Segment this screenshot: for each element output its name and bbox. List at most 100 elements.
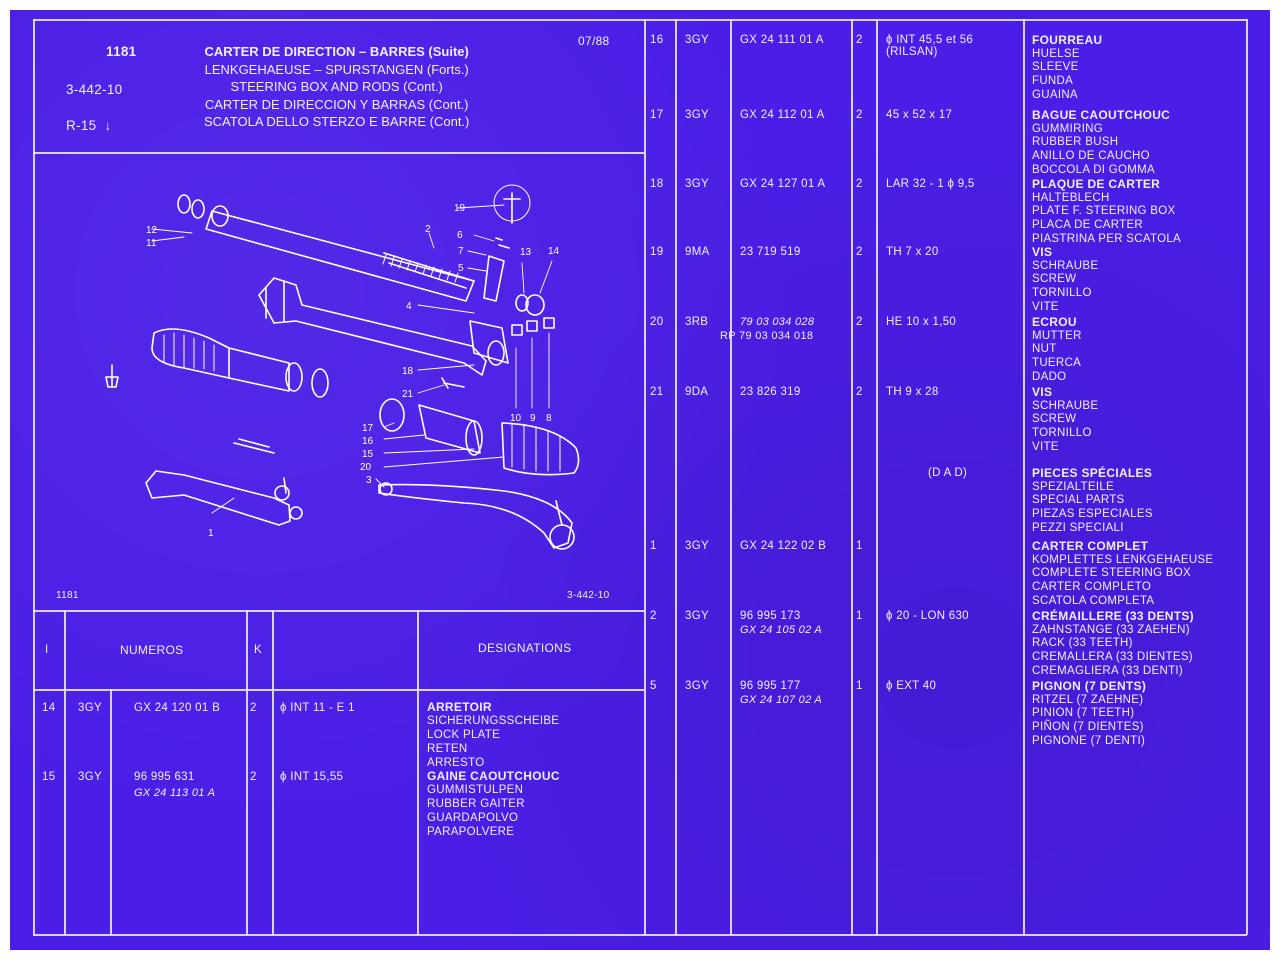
designation-en: PINION (7 TEETH) [1032,707,1135,720]
item-index: 18 [650,178,664,190]
designation-es: CARTER COMPLETO [1032,581,1152,594]
designation-fr: ECROU [1032,315,1077,329]
callout-15: 15 [362,449,374,460]
header-divider [33,152,644,154]
pinion-housing [487,340,505,366]
col-line [675,19,677,935]
designation-es: RETEN [427,743,468,755]
header-i: I [45,644,49,656]
designation-de: GUMMISTULPEN [427,784,524,796]
ring-14 [525,294,545,316]
callout-5: 5 [458,263,464,274]
tie-rod-right [378,483,573,549]
edition-date: 07/88 [578,34,610,48]
item-number-alt: RP 79 03 034 018 [720,330,814,342]
item-spec: ϕ INT 15,55 [280,771,344,783]
designation-it: GUAINA [1032,88,1078,101]
item-code: 3GY [685,34,709,46]
designation-en: NUT [1032,343,1057,356]
col-line [876,19,878,935]
callout-2: 2 [425,224,431,235]
callout-17: 17 [362,423,374,434]
reference: R-15 ↓ [66,117,112,135]
rack-teeth-hatch [382,254,459,283]
callout-4: 4 [406,301,412,312]
page-divider [644,19,646,935]
callout-8: 8 [546,413,552,424]
item-number: GX 24 120 01 B [134,702,221,714]
callout-13: 13 [520,247,532,258]
tie-rod-left [145,470,291,526]
designation-fr: CARTER COMPLET [1032,539,1149,553]
item-code: 9DA [685,386,709,398]
callout-9: 9 [530,413,536,424]
item-number: 96 995 631 [134,771,195,783]
frame-right [1246,19,1248,935]
title-es: CARTER DE DIRECCION Y BARRAS (Cont.) [204,96,469,112]
item-index: 17 [650,109,664,121]
designation-fr: VIS [1032,385,1053,399]
item-code: 3GY [78,702,102,714]
designation-es: TORNILLO [1032,287,1092,300]
item-number-alt: GX 24 107 02 A [740,694,823,706]
designation-de: GUMMIRING [1032,122,1104,135]
item-qty: 1 [856,540,863,552]
designation-es: ANILLO DE CAUCHO [1032,150,1150,163]
diagram-corner-group: 1181 [56,590,79,601]
item-spec: HE 10 x 1,50 [886,316,957,328]
item-qty: 2 [856,34,863,46]
bush-8 [543,317,555,329]
designation-en: RUBBER BUSH [1032,136,1119,149]
header-numeros: NUMEROS [120,643,184,657]
item-code: 9MA [685,246,710,258]
item-qty: 2 [250,771,257,783]
col-line [110,689,112,935]
item-code: 3GY [685,680,709,692]
item-spec: 45 x 52 x 17 [886,109,953,121]
parts-catalog-sheet: 1181 3-442-10 R-15 ↓ 07/88 CARTER DE DIR… [10,10,1270,950]
designation-de: SCHRAUBE [1032,399,1099,412]
bolt-21 [441,377,465,389]
item-qty: 2 [856,109,863,121]
item-qty: 1 [856,610,863,622]
frame-left [33,19,35,935]
item-qty: 2 [856,386,863,398]
designation-es: FUNDA [1032,75,1074,88]
designation-es: TUERCA [1032,357,1082,370]
col-line [1023,19,1025,935]
designation-en: PLATE F. STEERING BOX [1032,205,1176,218]
table-header-line [33,689,644,691]
item-code: 3GY [685,109,709,121]
sleeve-16 [418,404,481,454]
designation-it: VITE [1032,300,1059,313]
designation-fr: ARRETOIR [427,700,492,714]
callout-14: 14 [548,246,560,257]
designation-it: BOCCOLA DI GOMMA [1032,163,1156,176]
arrow-down-icon: ↓ [104,118,112,133]
item-qty: 1 [856,680,863,692]
item-number: 23 826 319 [740,386,801,398]
item-qty: 2 [856,316,863,328]
designation-fr: PLAQUE DE CARTER [1032,177,1161,191]
callout-6: 6 [457,230,463,241]
designation-fr: VIS [1032,245,1053,259]
col-line [272,610,274,935]
item-number: 96 995 173 [740,610,801,622]
rack-teeth [383,252,475,289]
designation-en: SCREW [1032,273,1077,286]
title-en: STEERING BOX AND RODS (Cont.) [230,79,443,94]
designation-de: SCHRAUBE [1032,259,1099,272]
designation-de: HUELSE [1032,47,1080,60]
item-number-alt: GX 24 113 01 A [134,787,216,799]
tie-rod-stud [105,364,119,388]
callout-1: 1 [208,528,214,539]
designation-es: PLACA DE CARTER [1032,219,1144,232]
designation-en: LOCK PLATE [427,729,501,741]
designation-en: RACK (33 TEETH) [1032,637,1133,650]
col-line [246,610,248,935]
designation-fr: CRÉMAILLERE (33 DENTS) [1032,609,1194,623]
item-number: 79 03 034 028 [740,316,815,328]
sleeve-left [228,347,290,392]
title-fr: CARTER DE DIRECTION – BARRES (Suite) [204,44,469,59]
callout-18: 18 [402,366,414,377]
